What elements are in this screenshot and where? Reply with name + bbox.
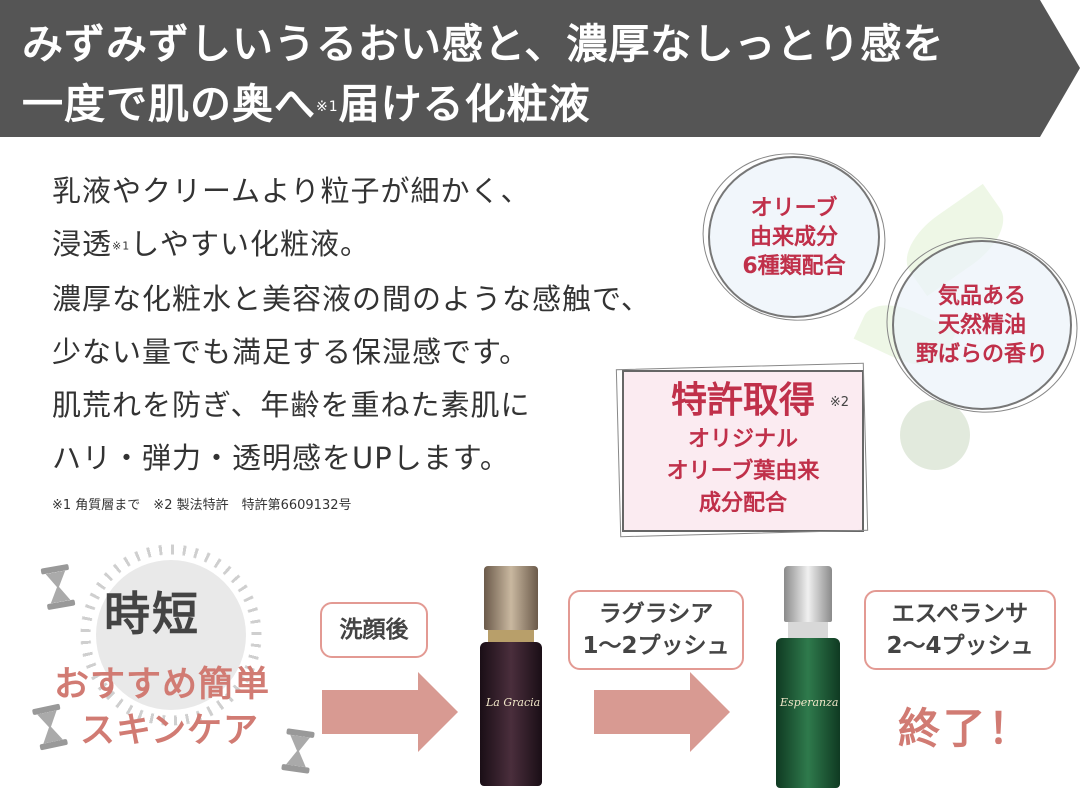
- step-label: エスペランサ: [891, 601, 1029, 627]
- badge-line: 気品ある: [937, 283, 1026, 309]
- jitan-subtitle-2: スキンケア: [80, 711, 259, 751]
- step-label: 1～2プッシュ: [582, 633, 730, 659]
- hourglass-icon: [31, 703, 69, 751]
- badge-line: 天然精油: [937, 312, 1026, 338]
- jitan-title: 時短: [104, 587, 200, 641]
- header-banner: [0, 0, 1080, 137]
- description-footnote-mark: ※1: [112, 239, 131, 253]
- patent-line: オリーブ葉由来: [666, 459, 820, 484]
- description-line: 肌荒れを防ぎ、年齢を重ねた素肌に: [52, 387, 531, 422]
- olive-decoration: [900, 400, 970, 470]
- hourglass-icon: [40, 563, 76, 611]
- badge-line: 由来成分: [749, 224, 838, 250]
- bottle-neck: [488, 630, 534, 642]
- patent-title-text: 特許取得: [670, 380, 815, 421]
- banner-footnote-mark: ※1: [316, 99, 339, 115]
- description-text-part: 浸透: [52, 227, 113, 261]
- banner-title-text-end: 届ける化粧液: [338, 80, 591, 128]
- bottle-cap: [484, 566, 538, 630]
- step-label: 洗顔後: [339, 617, 409, 643]
- hourglass-icon: [281, 728, 315, 774]
- patent-footnote-mark: ※2: [829, 395, 849, 410]
- patent-line: 成分配合: [698, 491, 787, 516]
- banner-title-text: 一度で肌の奥へ: [22, 80, 316, 128]
- jitan-subtitle-1: おすすめ簡単: [54, 665, 271, 705]
- badge-line: 野ばらの香り: [915, 341, 1048, 367]
- badge-olive-ingredients: オリーブ 由来成分 6種類配合: [686, 136, 902, 338]
- description-line: 乳液やクリームより粒子が細かく、: [52, 174, 531, 208]
- description-line: 浸透※1しやすい化粧液。: [52, 218, 712, 273]
- description-line: ハリ・弾力・透明感をUPします。: [52, 440, 510, 475]
- arrow-right-icon: [322, 672, 458, 752]
- banner-title-line-2: 一度で肌の奥へ※1届ける化粧液: [22, 70, 591, 130]
- patent-badge: 特許取得 ※2 オリジナル オリーブ葉由来 成分配合: [615, 362, 869, 538]
- bottle-la-gracia: La Gracia: [476, 566, 546, 786]
- patent-line: オリジナル: [687, 427, 798, 452]
- footnote: ※1 角質層まで ※2 製法特許 特許第6609132号: [52, 498, 352, 513]
- description-line: 少ない量でも満足する保湿感です。: [52, 334, 530, 369]
- step-label: ラグラシア: [598, 601, 714, 627]
- badge-natural-oil: 気品ある 天然精油 野ばらの香り: [870, 219, 1080, 431]
- bottle-body: [776, 638, 840, 788]
- step-label: 2～4プッシュ: [886, 633, 1034, 659]
- arrow-right-icon: [594, 672, 730, 752]
- patent-title: 特許取得 ※2: [670, 378, 849, 424]
- description-text: 乳液やクリームより粒子が細かく、 浸透※1しやすい化粧液。 濃厚な化粧水と美容液…: [52, 165, 712, 485]
- bottle-esperanza: Esperanza: [772, 566, 844, 788]
- step-box-wash: 洗顔後: [320, 602, 428, 658]
- badge-line: オリーブ: [750, 195, 838, 221]
- banner-title-line-1: みずみずしいうるおい感と、濃厚なしっとり感を: [22, 20, 945, 68]
- end-text: 終了！: [898, 704, 1034, 753]
- step-box-esperanza: エスペランサ 2～4プッシュ: [864, 590, 1056, 670]
- bottle-brand-label: Esperanza: [780, 696, 839, 709]
- bottle-body: [480, 642, 542, 786]
- bottle-neck: [788, 622, 828, 638]
- step-box-la-gracia: ラグラシア 1～2プッシュ: [568, 590, 744, 670]
- description-line: 濃厚な化粧水と美容液の間のような感触で、: [52, 281, 651, 316]
- bottle-cap: [784, 566, 832, 622]
- bottle-brand-label: La Gracia: [486, 696, 541, 709]
- jitan-circle: [96, 560, 246, 710]
- badge-line: 6種類配合: [742, 253, 846, 279]
- description-text-part: しやすい化粧液。: [130, 227, 370, 261]
